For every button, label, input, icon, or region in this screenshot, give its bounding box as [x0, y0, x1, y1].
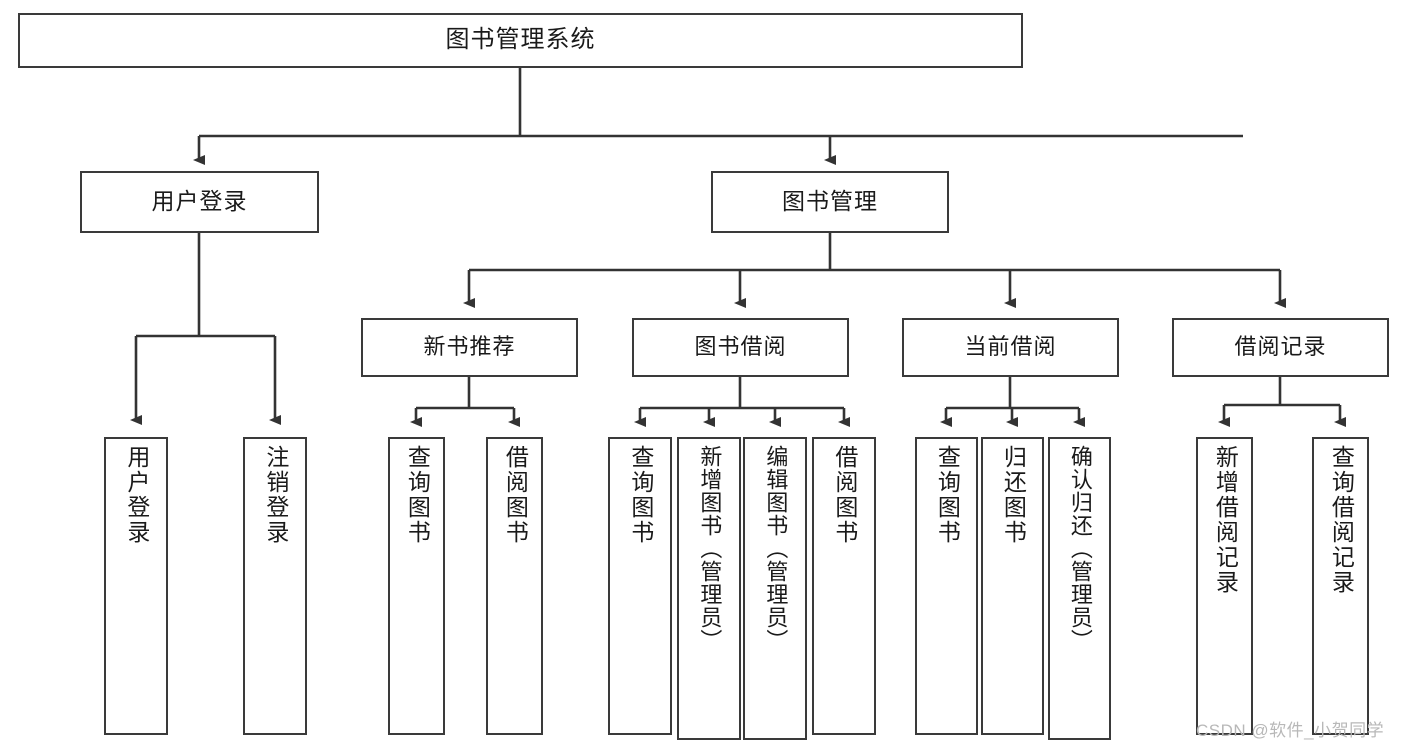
leaf-borrow-book-label: 借阅图书 — [831, 445, 858, 545]
node-user-login[interactable]: 用户登录 — [80, 171, 319, 233]
leaf-borrow-book[interactable]: 借阅图书 — [812, 437, 876, 735]
leaf-add-borrow-record-label: 新增借阅记录 — [1212, 445, 1239, 595]
leaf-add-book-admin[interactable]: 新增图书（管理员） — [677, 437, 741, 740]
node-current-borrow[interactable]: 当前借阅 — [902, 318, 1119, 377]
node-book-management-label: 图书管理 — [782, 188, 878, 215]
node-book-borrow[interactable]: 图书借阅 — [632, 318, 849, 377]
node-book-borrow-label: 图书借阅 — [694, 334, 787, 360]
leaf-confirm-return-admin-label: 确认归还（管理员） — [1067, 445, 1093, 652]
node-current-borrow-label: 当前借阅 — [964, 334, 1057, 360]
leaf-query-borrow-record[interactable]: 查询借阅记录 — [1312, 437, 1369, 735]
leaf-confirm-return-admin[interactable]: 确认归还（管理员） — [1048, 437, 1111, 740]
leaf-recommend-query-book[interactable]: 查询图书 — [388, 437, 445, 735]
node-root-label: 图书管理系统 — [445, 26, 596, 54]
leaf-query-borrow-record-label: 查询借阅记录 — [1328, 445, 1355, 595]
node-borrow-record-label: 借阅记录 — [1234, 334, 1327, 360]
watermark-text: CSDN @软件_小贺同学 — [1196, 721, 1385, 740]
leaf-user-login[interactable]: 用户登录 — [104, 437, 168, 735]
leaf-recommend-borrow-book-label: 借阅图书 — [502, 445, 529, 545]
leaf-current-query-book-label: 查询图书 — [934, 445, 961, 545]
node-borrow-record[interactable]: 借阅记录 — [1172, 318, 1389, 377]
node-user-login-label: 用户登录 — [151, 188, 248, 215]
leaf-add-book-admin-label: 新增图书（管理员） — [697, 445, 723, 652]
leaf-current-query-book[interactable]: 查询图书 — [915, 437, 978, 735]
node-new-book-recommend[interactable]: 新书推荐 — [361, 318, 578, 377]
leaf-borrow-query-book[interactable]: 查询图书 — [608, 437, 672, 735]
node-root[interactable]: 图书管理系统 — [18, 13, 1023, 68]
leaf-recommend-query-book-label: 查询图书 — [404, 445, 431, 545]
leaf-user-login-label: 用户登录 — [123, 445, 150, 545]
node-new-book-recommend-label: 新书推荐 — [423, 334, 516, 360]
node-book-management[interactable]: 图书管理 — [711, 171, 949, 233]
leaf-borrow-query-book-label: 查询图书 — [627, 445, 654, 545]
leaf-edit-book-admin[interactable]: 编辑图书（管理员） — [743, 437, 807, 740]
leaf-return-book-label: 归还图书 — [1000, 445, 1027, 545]
leaf-return-book[interactable]: 归还图书 — [981, 437, 1044, 735]
leaf-add-borrow-record[interactable]: 新增借阅记录 — [1196, 437, 1253, 735]
leaf-edit-book-admin-label: 编辑图书（管理员） — [763, 445, 789, 652]
leaf-recommend-borrow-book[interactable]: 借阅图书 — [486, 437, 543, 735]
leaf-logout[interactable]: 注销登录 — [243, 437, 307, 735]
leaf-logout-label: 注销登录 — [262, 445, 289, 545]
